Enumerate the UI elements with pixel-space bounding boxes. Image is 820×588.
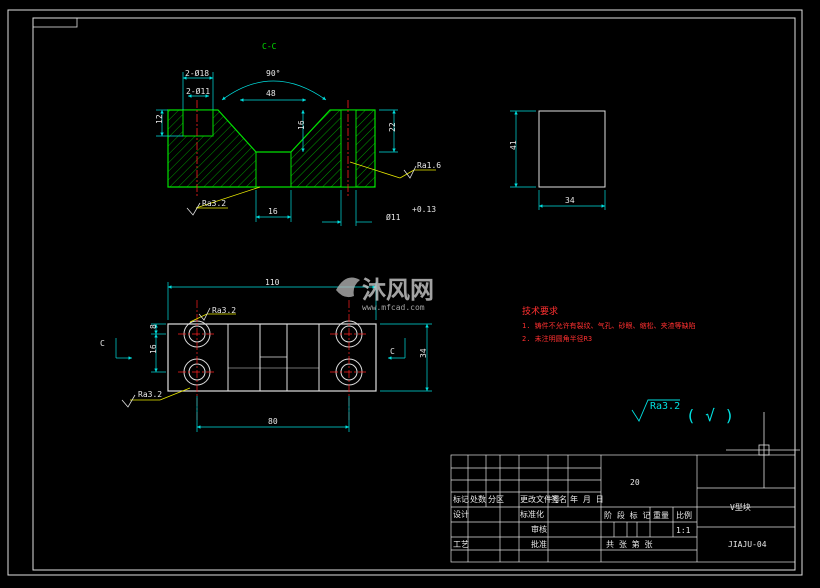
- tech-req-line2: 2. 未注明圆角半径R3: [522, 334, 592, 343]
- dim-34-side: 34: [565, 196, 575, 205]
- dim-22: 22: [388, 122, 397, 132]
- plan-roughness-top-symbol: [198, 307, 211, 321]
- tech-req-title: 技术要求: [522, 305, 558, 317]
- dim-16-h: 16: [268, 207, 278, 216]
- plan-roughness-bottom-symbol: [121, 394, 136, 408]
- dim-41: 41: [509, 140, 518, 150]
- tb-label-zone: 分区: [488, 495, 504, 504]
- dim-48: 48: [266, 89, 276, 98]
- inner-frame: [32, 17, 796, 571]
- plan-roughness-bottom-text: Ra3.2: [138, 390, 162, 399]
- roughness-left-text: Ra3.2: [202, 199, 226, 208]
- tb-label-weight: 重量: [653, 510, 669, 520]
- crosshair-cursor: [726, 412, 800, 488]
- dim-8: 8: [149, 324, 158, 329]
- section-hole-left: [182, 109, 214, 137]
- side-view: 41 34: [509, 110, 606, 210]
- watermark-brand: 沐风网: [362, 276, 434, 304]
- plan-slot-right: [286, 323, 320, 392]
- section-outline: [167, 109, 376, 188]
- tech-req-line1: 1. 铸件不允许有裂纹、气孔、砂眼、缩松、夹渣等缺陷: [522, 321, 696, 330]
- outer-frame: [7, 9, 803, 576]
- section-dimensions: [156, 72, 398, 226]
- section-mark-left: C: [100, 339, 105, 348]
- tb-part-name: V型块: [730, 502, 751, 512]
- tb-label-design: 设计: [453, 509, 469, 519]
- tb-label-change: 更改文件号: [520, 494, 560, 504]
- plan-slot-left: [227, 323, 261, 392]
- tb-drawing-no: JIAJU-04: [728, 540, 767, 549]
- tb-label-count: 处数: [470, 494, 486, 504]
- plan-roughness-bottom-leader: [130, 387, 191, 401]
- plan-roughness-top-text: Ra3.2: [212, 306, 236, 315]
- surface-note: Ra3.2 ( √ ): [631, 399, 734, 425]
- tb-scale-value: 20: [630, 478, 640, 487]
- tb-label-review: 审核: [531, 524, 547, 534]
- roughness-right-symbol: [403, 165, 417, 179]
- dim-80: 80: [268, 417, 278, 426]
- dim-12: 12: [155, 114, 164, 124]
- title-block: [450, 454, 796, 563]
- tb-label-sheet: 共 张 第 张: [606, 539, 652, 549]
- dim-16-plan: 16: [149, 344, 158, 354]
- plan-outline: [167, 323, 377, 392]
- corner-tab: [32, 17, 78, 28]
- tb-label-stage: 阶 段 标 记: [604, 510, 650, 520]
- tb-label-ratio-val: 1:1: [676, 526, 691, 535]
- roughness-right-text: Ra1.6: [417, 161, 441, 170]
- surface-note-symbol: [631, 399, 680, 422]
- roughness-left-symbol: [186, 202, 201, 216]
- tb-label-ratio: 比例: [676, 510, 692, 520]
- tb-label-date: 年 月 日: [570, 494, 604, 504]
- side-view-body: [538, 110, 606, 188]
- watermark-logo: [336, 277, 360, 298]
- dim-hole-top: 2-Ø18: [185, 68, 209, 78]
- section-hole-right: [340, 109, 357, 188]
- dim-angle: 90°: [266, 69, 280, 78]
- roughness-left-leader: [195, 186, 261, 209]
- section-label: C-C: [262, 42, 277, 51]
- tb-label-process: 工艺: [453, 540, 469, 549]
- dim-dia: Ø11: [386, 212, 401, 222]
- watermark-url: www.mfcad.com: [362, 303, 425, 312]
- surface-note-check: ( √ ): [686, 406, 734, 425]
- dim-34-plan: 34: [419, 348, 428, 358]
- tb-label-approve: 批准: [531, 539, 547, 549]
- surface-note-ra: Ra3.2: [650, 401, 680, 412]
- dim-110: 110: [265, 278, 280, 287]
- watermark: 沐风网 www.mfcad.com: [336, 276, 434, 312]
- section-mark-right: C: [390, 347, 395, 356]
- tb-label-standardize: 标准化: [520, 509, 544, 519]
- dim-dia-tol: +0.13: [412, 205, 436, 214]
- tb-label-sign: 签名: [551, 494, 567, 504]
- tb-label-mark: 标记: [453, 494, 469, 504]
- section-view: [167, 100, 376, 196]
- dim-16-v: 16: [297, 120, 306, 130]
- dim-hole-mid: 2-Ø11: [186, 86, 210, 96]
- plan-roughness-top-leader: [189, 313, 236, 323]
